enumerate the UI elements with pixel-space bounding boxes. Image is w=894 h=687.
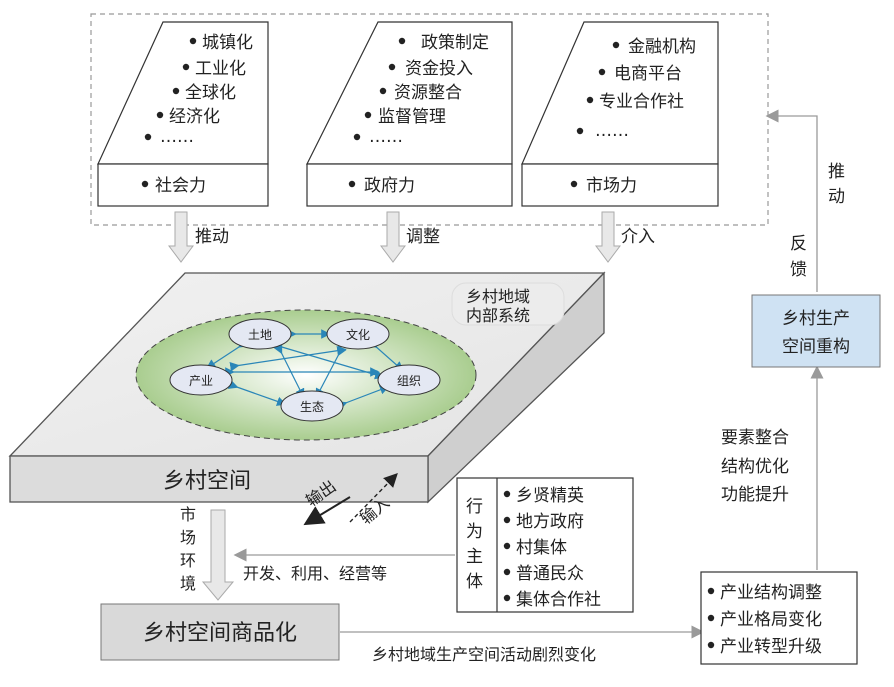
force-arrows [168, 211, 621, 263]
svg-text:文化: 文化 [346, 327, 370, 342]
actors-list: 乡贤精英 地方政府 村集体 普通民众 集体合作社 [503, 486, 601, 610]
node-connections [205, 329, 404, 411]
svg-text:为: 为 [466, 522, 483, 542]
actors-title: 行 为 主 体 [466, 497, 483, 592]
svg-text:要素整合: 要素整合 [721, 428, 789, 448]
force-item: 金融机构 [628, 37, 696, 57]
svg-text:馈: 馈 [790, 260, 807, 280]
node-industry: 产业 [169, 364, 233, 396]
svg-text:结构优化: 结构优化 [721, 457, 789, 477]
actor-item: 普通民众 [516, 564, 584, 584]
feedback-arrow [765, 109, 818, 292]
force-item: …… [369, 127, 403, 147]
industry-item: 产业转型升级 [720, 637, 822, 657]
actor-item: 乡贤精英 [516, 486, 584, 506]
input-arrow [349, 472, 398, 523]
market-environment-label: 市 场 环 境 [180, 505, 196, 593]
force-item: 监督管理 [378, 107, 446, 127]
node-organization: 组织 [377, 364, 441, 396]
force-item: 专业合作社 [599, 92, 684, 112]
svg-text:组织: 组织 [397, 374, 421, 388]
commercialization-box [100, 603, 340, 661]
reconstruction-label: 空间重构 [782, 337, 850, 357]
svg-text:场: 场 [180, 528, 196, 547]
force-item: 全球化 [185, 83, 236, 103]
force-label-social: 社会力 [155, 176, 206, 196]
force-label-government: 政府力 [364, 176, 415, 196]
svg-text:土地: 土地 [248, 328, 272, 342]
internal-system-label-bg [451, 282, 565, 326]
svg-text:反: 反 [790, 234, 807, 254]
svg-text:推: 推 [828, 162, 845, 182]
actors-box [456, 477, 634, 613]
push-label: 推 动 [828, 162, 845, 207]
svg-text:体: 体 [466, 572, 483, 592]
arrow-label-adjust: 调整 [406, 227, 440, 247]
internal-system-label: 内部系统 [466, 306, 530, 325]
market-env-arrow [201, 509, 235, 601]
node-land: 土地 [228, 318, 292, 350]
rural-space-title: 乡村空间 [163, 469, 251, 494]
svg-text:产业: 产业 [189, 374, 213, 388]
integration-label: 要素整合 结构优化 功能提升 [721, 428, 789, 505]
arrow-label-push: 推动 [195, 227, 229, 247]
force-item: 经济化 [169, 107, 220, 127]
reconstruction-box [751, 294, 881, 368]
commercialization-label: 乡村空间商品化 [143, 621, 297, 646]
svg-text:主: 主 [466, 547, 483, 567]
force-item: 工业化 [195, 59, 246, 79]
force-item: 政策制定 [421, 33, 489, 53]
force-item: 城镇化 [202, 33, 253, 53]
svg-text:境: 境 [180, 574, 196, 593]
industry-box: 产业结构调整 产业格局变化 产业转型升级 [700, 571, 858, 665]
force-item: …… [160, 127, 194, 147]
svg-text:功能提升: 功能提升 [721, 485, 789, 505]
actor-item: 村集体 [516, 538, 567, 558]
forces-container [90, 13, 769, 226]
force-item: …… [595, 121, 629, 141]
develop-label: 开发、利用、经营等 [243, 564, 387, 583]
force-label-market: 市场力 [586, 176, 637, 196]
force-panel-government: 政策制定 资金投入 资源整合 监督管理 …… 政府力 [306, 21, 513, 207]
reconstruction-label: 乡村生产 [782, 309, 850, 329]
internal-system-label: 乡村地域 [466, 287, 530, 306]
force-item: 资金投入 [405, 59, 473, 79]
output-arrow [303, 496, 351, 526]
industry-item: 产业结构调整 [720, 583, 822, 603]
force-panel-social: 城镇化 工业化 全球化 经济化 …… 社会力 [97, 21, 269, 207]
svg-text:市: 市 [180, 505, 196, 524]
svg-text:动: 动 [828, 187, 845, 207]
force-item: 资源整合 [394, 83, 462, 103]
industry-item: 产业格局变化 [720, 610, 822, 630]
feedback-label: 反 馈 [790, 234, 807, 280]
svg-text:行: 行 [466, 497, 483, 517]
actor-item: 集体合作社 [516, 590, 601, 610]
force-item: 电商平台 [614, 64, 682, 84]
svg-text:生态: 生态 [300, 400, 324, 414]
node-culture: 文化 [326, 318, 390, 350]
force-panel-market: 金融机构 电商平台 专业合作社 …… 市场力 [521, 21, 719, 207]
node-ecology: 生态 [280, 390, 344, 422]
svg-text:环: 环 [180, 551, 196, 570]
arrow-label-intervene: 介入 [621, 227, 655, 247]
bottom-label: 乡村地域生产空间活动剧烈变化 [372, 645, 596, 664]
actor-item: 地方政府 [516, 512, 584, 532]
